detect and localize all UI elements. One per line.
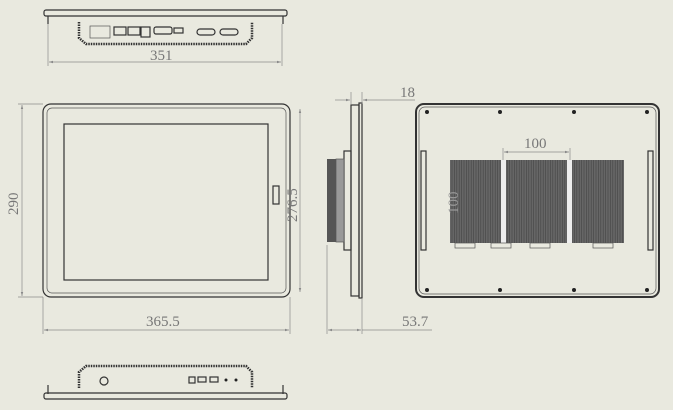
dim-vesa-horizontal: 100 <box>524 136 547 152</box>
dim-height-outer: 290 <box>6 193 22 216</box>
dim-top-width: 351 <box>150 48 173 64</box>
lan-port-icon <box>113 26 127 36</box>
heatsink <box>450 160 624 243</box>
side-view: 18 53.7 <box>326 85 432 334</box>
com-port-icon <box>196 28 216 36</box>
usb-port-icon <box>140 26 151 38</box>
hdmi-port-icon <box>173 27 184 34</box>
power-button-icon <box>99 376 109 386</box>
dim-height-inner: 276.5 <box>285 188 301 222</box>
lan-port-icon <box>127 26 141 36</box>
screen <box>63 123 269 281</box>
back-view: 100 100 <box>415 103 660 298</box>
dim-width-outer: 365.5 <box>146 314 180 330</box>
front-view: 290 276.5 365.5 <box>6 103 302 334</box>
dim-panel-thickness: 18 <box>400 85 415 101</box>
top-view: 351 <box>43 9 288 66</box>
power-port-icon <box>89 25 111 39</box>
dim-total-depth: 53.7 <box>402 314 429 330</box>
bottom-view <box>43 364 288 400</box>
dim-vesa-vertical: 100 <box>446 192 462 215</box>
com-port-icon <box>219 28 239 36</box>
tab <box>272 185 280 205</box>
vga-port-icon <box>153 26 173 35</box>
